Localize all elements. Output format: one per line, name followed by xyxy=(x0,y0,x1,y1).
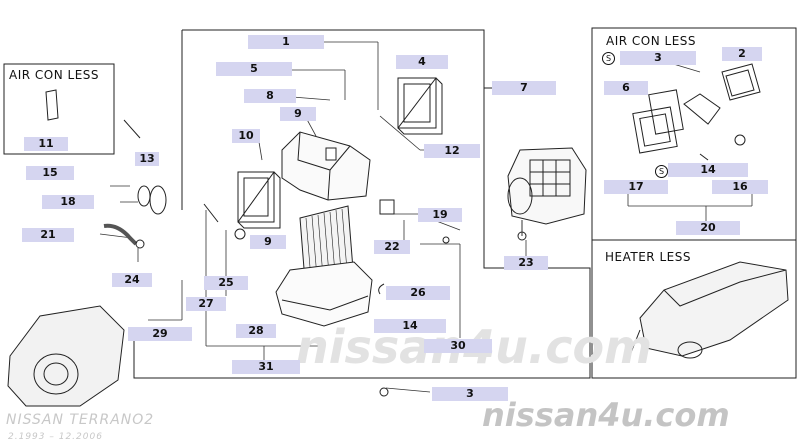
heater-less-housing xyxy=(627,261,789,361)
watermark-footer: nissan4u.com xyxy=(482,396,730,434)
part-label-22[interactable]: 22 xyxy=(374,240,410,254)
blower-housing-7 xyxy=(507,147,587,225)
part-label-30[interactable]: 30 xyxy=(424,339,492,353)
part-label-21[interactable]: 21 xyxy=(22,228,74,242)
part-label-23[interactable]: 23 xyxy=(504,256,548,270)
part-label-8[interactable]: 8 xyxy=(244,89,296,103)
filter-4 xyxy=(397,77,443,135)
part-label-25[interactable]: 25 xyxy=(204,276,248,290)
part-label-16[interactable]: 16 xyxy=(712,180,768,194)
part-label-29[interactable]: 29 xyxy=(128,327,192,341)
part-label-3-top[interactable]: 3 xyxy=(620,51,696,65)
right-top-title: AIR CON LESS xyxy=(606,34,697,48)
s-mark-14: S xyxy=(655,165,668,178)
part-label-3-bottom[interactable]: 3 xyxy=(432,387,508,401)
part-label-9-lower[interactable]: 9 xyxy=(250,235,286,249)
part-label-27[interactable]: 27 xyxy=(186,297,226,311)
part-label-14-right[interactable]: 14 xyxy=(668,163,748,177)
part-label-5[interactable]: 5 xyxy=(216,62,292,76)
right-panel-border xyxy=(591,27,797,379)
model-name: NISSAN TERRANO2 xyxy=(6,412,155,428)
part-label-13[interactable]: 13 xyxy=(135,152,159,166)
part-label-4[interactable]: 4 xyxy=(396,55,448,69)
part-label-12[interactable]: 12 xyxy=(424,144,480,158)
right-bottom-title: HEATER LESS xyxy=(605,250,691,264)
main-bracket xyxy=(133,29,591,379)
part-label-2[interactable]: 2 xyxy=(722,47,762,61)
part-label-10[interactable]: 10 xyxy=(232,129,260,143)
ac-less-parts xyxy=(632,63,761,161)
left-panel-border xyxy=(3,63,115,155)
part-label-20[interactable]: 20 xyxy=(676,221,740,235)
filter-10 xyxy=(237,171,281,229)
part-label-31[interactable]: 31 xyxy=(232,360,300,374)
part-label-24[interactable]: 24 xyxy=(112,273,152,287)
part-label-17[interactable]: 17 xyxy=(604,180,668,194)
part-label-15[interactable]: 15 xyxy=(26,166,74,180)
part-label-18[interactable]: 18 xyxy=(42,195,94,209)
date-range: 2.1993 – 12.2006 xyxy=(8,432,103,442)
part-label-1[interactable]: 1 xyxy=(248,35,324,49)
small-parts xyxy=(45,89,527,397)
part-label-6[interactable]: 6 xyxy=(604,81,648,95)
part-label-19[interactable]: 19 xyxy=(418,208,462,222)
part-label-11[interactable]: 11 xyxy=(24,137,68,151)
lower-case-14 xyxy=(275,261,373,327)
s-mark-3: S xyxy=(602,52,615,65)
upper-case-9 xyxy=(281,131,371,201)
part-label-28[interactable]: 28 xyxy=(236,324,276,338)
part-label-7[interactable]: 7 xyxy=(492,81,556,95)
part-label-9-upper[interactable]: 9 xyxy=(280,107,316,121)
blower-unit-bottom xyxy=(7,305,125,407)
part-label-26[interactable]: 26 xyxy=(386,286,450,300)
part-label-14-main[interactable]: 14 xyxy=(374,319,446,333)
left-panel-title: AIR CON LESS xyxy=(9,68,100,82)
